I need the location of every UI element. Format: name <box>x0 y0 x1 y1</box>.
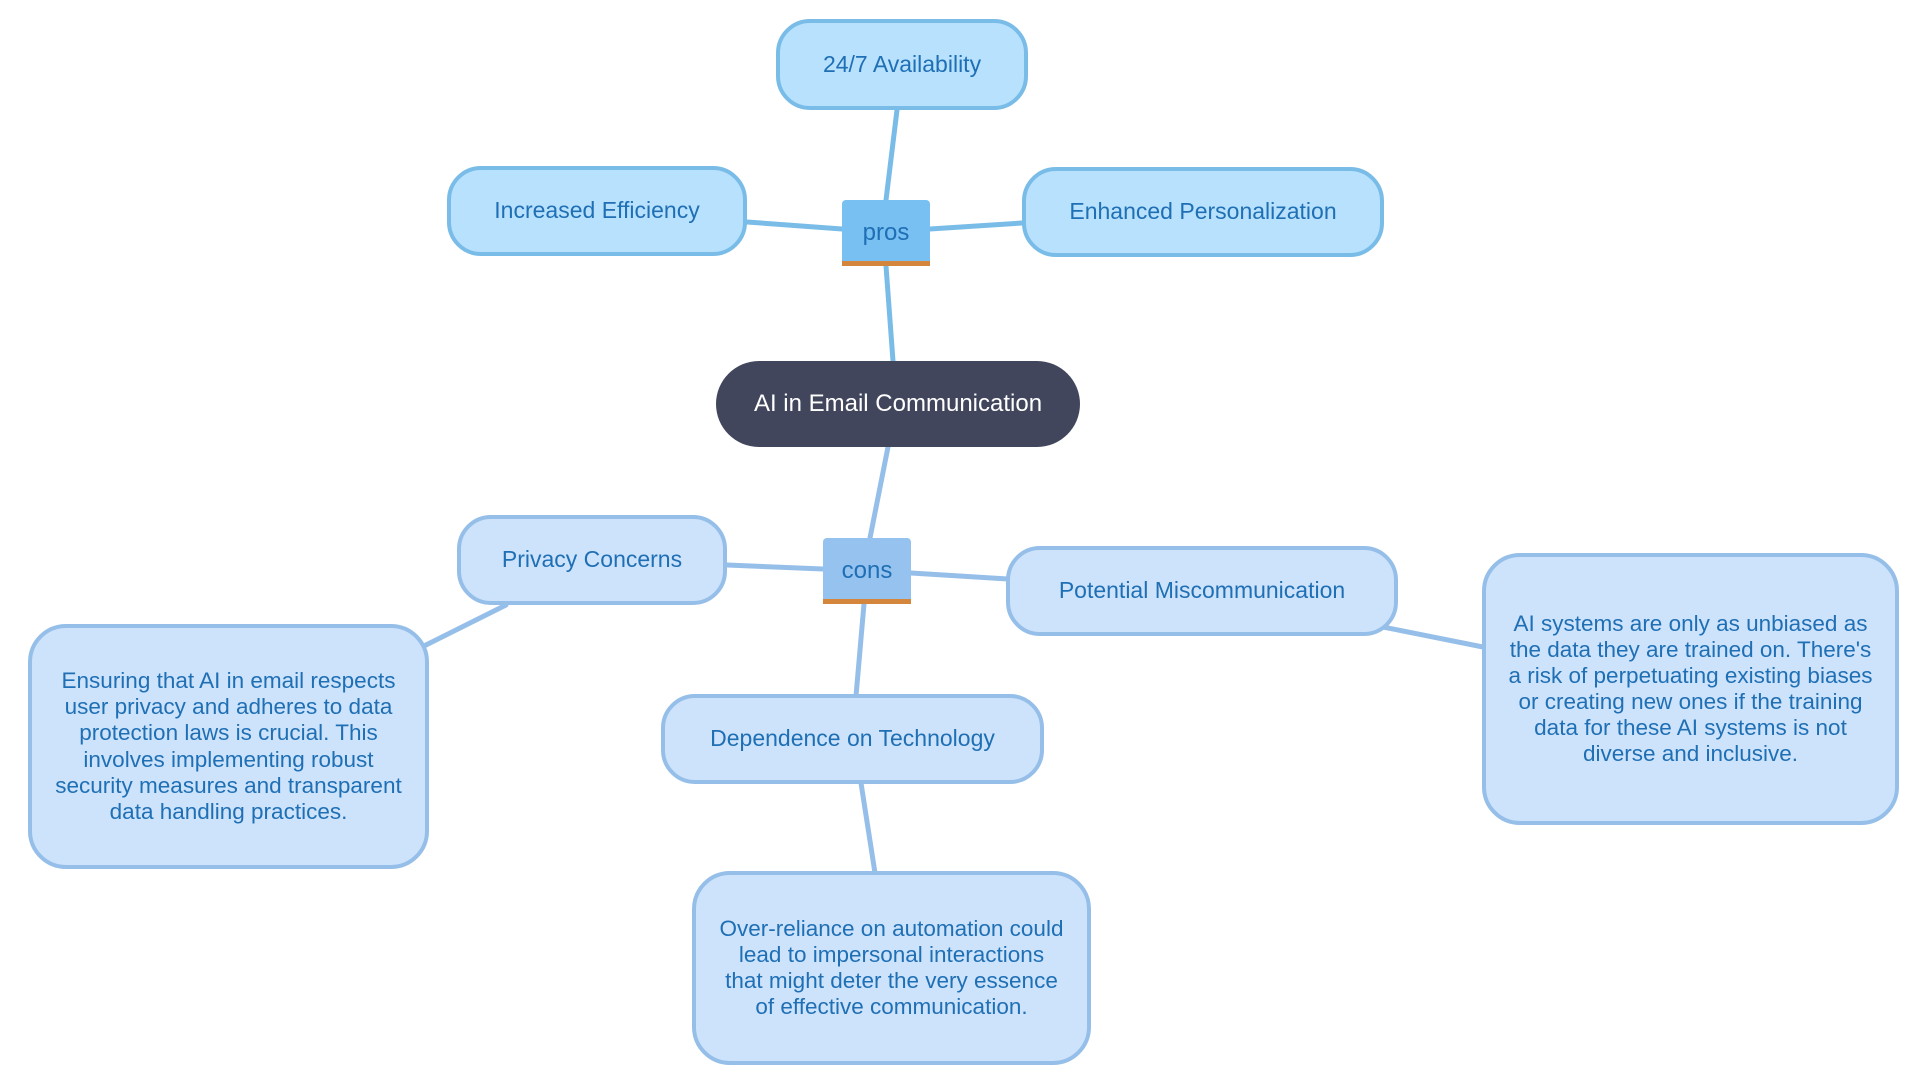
pros-underline <box>842 261 930 266</box>
con-node-miscommunication: Potential Miscommunication <box>1006 546 1398 636</box>
edge-cons-dependence <box>853 601 867 699</box>
edge-cons-miscommunication <box>908 570 1011 582</box>
pro-node-availability: 24/7 Availability <box>776 19 1028 110</box>
edge-root-pros <box>883 263 896 364</box>
con-label-miscommunication: Potential Miscommunication <box>1058 577 1346 604</box>
detail-text-privacy: Ensuring that AI in email respects user … <box>55 668 402 824</box>
edge-miscommunication-detail <box>1380 624 1491 651</box>
detail-node-privacy: Ensuring that AI in email respects user … <box>28 624 429 869</box>
detail-text-dependence: Over-reliance on automation could lead t… <box>719 915 1064 1020</box>
detail-node-miscommunication: AI systems are only as unbiased as the d… <box>1482 553 1899 825</box>
detail-text-miscommunication: AI systems are only as unbiased as the d… <box>1508 610 1873 767</box>
edge-privacy-detail <box>419 602 509 650</box>
pro-label-efficiency: Increased Efficiency <box>494 197 700 224</box>
edge-pros-efficiency <box>744 219 845 232</box>
pros-label: pros <box>862 218 910 246</box>
con-node-privacy: Privacy Concerns <box>457 515 727 605</box>
edge-pros-personalization <box>927 220 1025 232</box>
con-label-dependence: Dependence on Technology <box>710 725 995 752</box>
detail-node-dependence: Over-reliance on automation could lead t… <box>692 871 1091 1065</box>
cons-node: cons <box>823 538 911 604</box>
edge-root-cons <box>867 444 891 541</box>
edge-pros-availability <box>883 107 900 203</box>
cons-label: cons <box>841 556 893 584</box>
edge-cons-privacy <box>724 562 826 572</box>
con-label-privacy: Privacy Concerns <box>501 546 683 573</box>
root-label: AI in Email Communication <box>753 389 1043 417</box>
con-node-dependence: Dependence on Technology <box>661 694 1044 784</box>
edge-dependence-detail <box>858 780 878 876</box>
cons-underline <box>823 599 911 604</box>
root-node: AI in Email Communication <box>716 361 1080 447</box>
pro-node-efficiency: Increased Efficiency <box>447 166 747 256</box>
pro-node-personalization: Enhanced Personalization <box>1022 167 1384 257</box>
pro-label-personalization: Enhanced Personalization <box>1069 198 1337 225</box>
pro-label-availability: 24/7 Availability <box>822 50 982 77</box>
pros-node: pros <box>842 200 930 266</box>
